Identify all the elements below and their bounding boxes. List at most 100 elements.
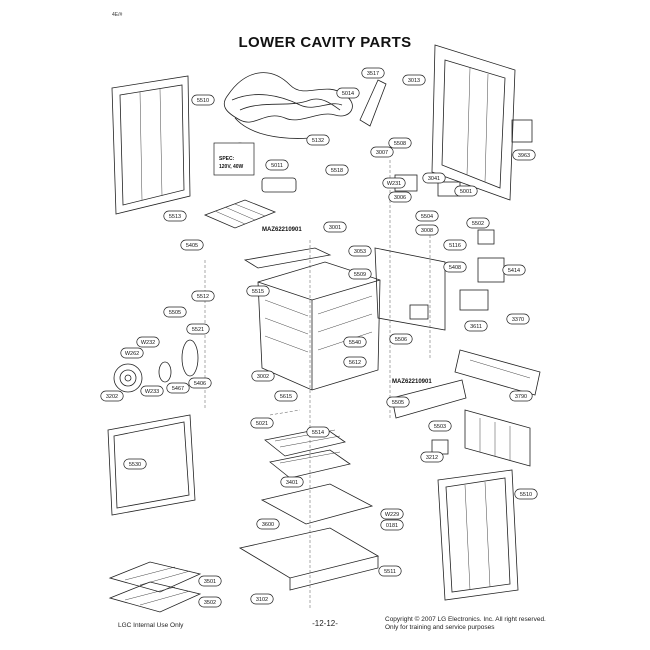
part-label: 3611 — [464, 320, 488, 332]
footer-left: LGC Internal Use Only — [118, 622, 184, 629]
door-frame-left-part — [111, 75, 191, 215]
part-label-text: 3212 — [426, 455, 438, 461]
part-label-text: 5615 — [280, 394, 292, 400]
warming-drawer-part — [238, 527, 380, 591]
door-frame-right-part — [437, 469, 519, 601]
part-label: 3370 — [506, 313, 530, 325]
part-label-oval — [163, 306, 187, 318]
part-label: 5405 — [180, 239, 204, 251]
part-label-text: 3102 — [256, 597, 268, 603]
part-label-oval — [250, 417, 274, 429]
part-label-oval — [274, 390, 298, 402]
part-label: 5612 — [343, 356, 367, 368]
lower-heater-part — [391, 379, 467, 419]
oven-cavity-part — [257, 261, 381, 391]
part-label-text: W233 — [145, 389, 159, 395]
part-label: 5518 — [325, 164, 349, 176]
part-label-oval — [100, 390, 124, 402]
part-label: 5511 — [378, 565, 402, 577]
part-label: 3007 — [370, 146, 394, 158]
part-label-text: 5504 — [421, 214, 433, 220]
part-label: 5414 — [502, 264, 526, 276]
part-label: W262 — [120, 347, 144, 359]
part-label-text: 5132 — [312, 138, 324, 144]
part-label-oval — [198, 575, 222, 587]
part-label: 5510 — [191, 94, 215, 106]
part-label-text: 5612 — [349, 360, 361, 366]
part-label-text: 5530 — [129, 462, 141, 468]
part-label-oval — [280, 476, 304, 488]
part-label: 0181 — [380, 519, 404, 531]
usage-note: Only for training and service purposes — [385, 624, 495, 631]
rear-panel-part — [431, 44, 533, 201]
part-label-oval — [428, 420, 452, 432]
part-label: 5132 — [306, 134, 330, 146]
part-label-oval — [140, 385, 164, 397]
part-label-oval — [388, 191, 412, 203]
part-label: 3102 — [250, 593, 274, 605]
part-label-oval — [306, 134, 330, 146]
part-label: 3013 — [402, 74, 426, 86]
part-label-text: 5001 — [460, 189, 472, 195]
part-label-text: 5514 — [312, 430, 324, 436]
spec-line-2: 120V, 40W — [219, 164, 244, 170]
part-label: 3006 — [388, 191, 412, 203]
part-label: 5001 — [454, 185, 478, 197]
part-label: 5508 — [388, 137, 412, 149]
part-label-oval — [464, 320, 488, 332]
part-label: 5011 — [265, 159, 289, 171]
part-label: 5540 — [343, 336, 367, 348]
part-label-oval — [343, 336, 367, 348]
part-label-text: W262 — [125, 351, 139, 357]
part-label-oval — [454, 185, 478, 197]
part-label-oval — [136, 336, 160, 348]
part-label: 5530 — [123, 458, 147, 470]
part-label-text: 3502 — [204, 600, 216, 606]
part-label-oval — [420, 451, 444, 463]
part-label-oval — [386, 396, 410, 408]
part-label-text: 5502 — [472, 221, 484, 227]
part-label-oval — [265, 159, 289, 171]
part-label-oval — [336, 87, 360, 99]
part-label-text: 0181 — [386, 523, 398, 529]
part-label-text: 5014 — [342, 91, 354, 97]
part-label-oval — [382, 177, 406, 189]
part-label-oval — [514, 488, 538, 500]
side-panel-part — [374, 174, 505, 331]
part-label-oval — [512, 149, 536, 161]
part-label: 5503 — [428, 420, 452, 432]
part-label-text: 5414 — [508, 268, 520, 274]
part-label-text: 5512 — [197, 294, 209, 300]
part-label-oval — [250, 593, 274, 605]
part-label-oval — [191, 94, 215, 106]
part-label-oval — [323, 221, 347, 233]
part-label-text: 5511 — [384, 569, 396, 575]
page-title: LOWER CAVITY PARTS — [238, 34, 412, 51]
part-label-oval — [415, 210, 439, 222]
part-label: 5116 — [443, 239, 467, 251]
corner-mark: 4E/# — [112, 12, 123, 18]
part-label: 3517 — [361, 67, 385, 79]
part-label-oval — [191, 290, 215, 302]
part-label: 3600 — [256, 518, 280, 530]
part-label-text: 3002 — [257, 374, 269, 380]
part-label-text: 5505 — [169, 310, 181, 316]
part-label-oval — [163, 210, 187, 222]
part-label-text: 5510 — [520, 492, 532, 498]
part-label-oval — [186, 323, 210, 335]
part-label-text: 5540 — [349, 340, 361, 346]
part-label: 5515 — [246, 285, 270, 297]
door-glass-part — [107, 414, 196, 516]
heater-part — [243, 247, 332, 269]
part-label-oval — [380, 508, 404, 520]
part-label: 3790 — [509, 390, 533, 402]
part-label: 3041 — [422, 172, 446, 184]
bracket-part — [359, 79, 387, 127]
part-label-oval — [325, 164, 349, 176]
part-label-text: 3501 — [204, 579, 216, 585]
part-label-text: 5515 — [252, 289, 264, 295]
part-label-oval — [180, 239, 204, 251]
part-label: 5521 — [186, 323, 210, 335]
part-label: 3002 — [251, 370, 275, 382]
drawer-tray-part — [260, 483, 374, 525]
